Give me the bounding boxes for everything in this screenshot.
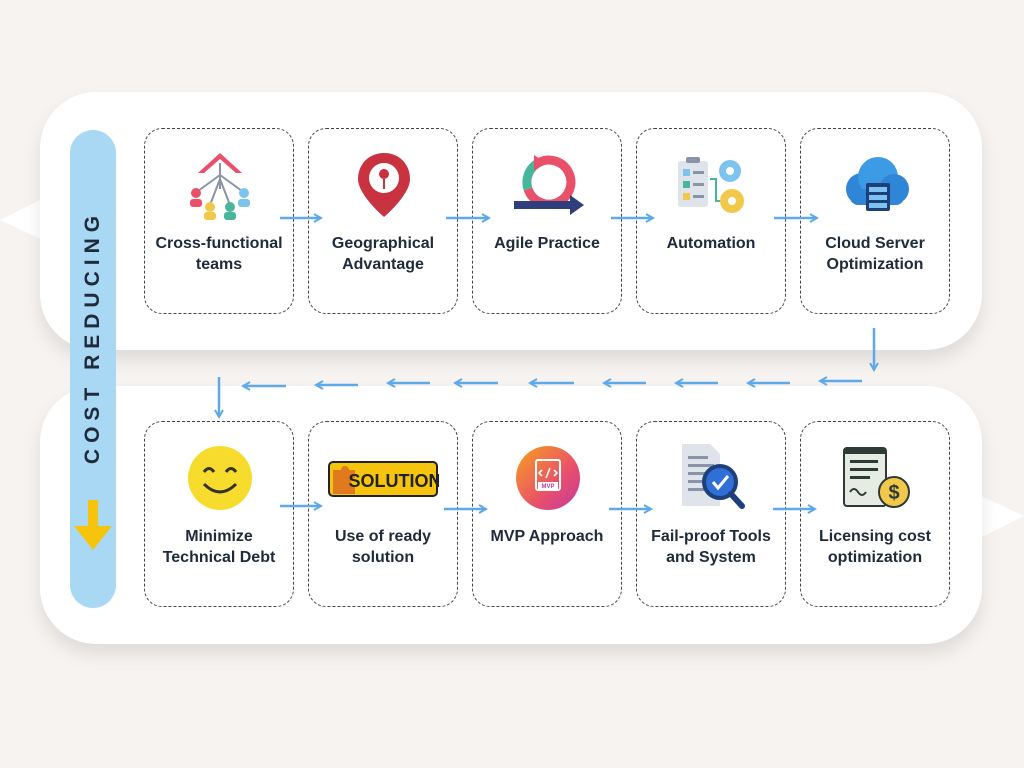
card-mvp-approach: MVP MVP Approach — [472, 421, 622, 607]
down-arrow-icon — [74, 500, 112, 550]
card-label: Licensing cost optimization — [818, 528, 932, 566]
card-label: Agile Practice — [494, 235, 600, 252]
mvp-badge-text: MVP — [541, 484, 554, 490]
team-hierarchy-icon — [190, 153, 250, 220]
card-label: MVP Approach — [490, 528, 604, 545]
agile-cycle-icon — [514, 155, 584, 215]
card-label: Minimize Technical Debt — [162, 528, 276, 566]
card-cross-functional-teams: Cross-functional teams — [144, 128, 294, 314]
card-label: Fail-proof Tools and System — [651, 528, 771, 566]
puzzle-solution-icon: SOLUTION — [328, 461, 440, 497]
card-label: Automation — [666, 235, 756, 252]
card-fail-proof-tools: Fail-proof Tools and System — [636, 421, 786, 607]
license-dollar-icon: $ — [843, 447, 910, 508]
card-use-of-ready-solution: SOLUTION Use of ready solution — [308, 421, 458, 607]
card-automation: Automation — [636, 128, 786, 314]
card-agile-practice: Agile Practice — [472, 128, 622, 314]
smiley-face-icon — [188, 446, 252, 510]
document-magnifier-check-icon — [682, 444, 745, 509]
card-label: Cross-functional teams — [155, 235, 283, 273]
cloud-server-icon — [846, 157, 909, 211]
card-geographical-advantage: Geographical Advantage — [308, 128, 458, 314]
card-cloud-server-optimization: Cloud Server Optimization — [800, 128, 950, 314]
mvp-code-icon: MVP — [516, 446, 580, 510]
automation-checklist-gears-icon — [678, 157, 744, 213]
location-pin-icon — [358, 153, 410, 217]
card-label: Cloud Server Optimization — [825, 235, 925, 273]
card-label: Use of ready solution — [334, 528, 432, 566]
card-licensing-cost-optimization: $ Licensing cost optimization — [800, 421, 950, 607]
solution-badge-text: SOLUTION — [349, 471, 440, 491]
card-minimize-technical-debt: Minimize Technical Debt — [144, 421, 294, 607]
card-label: Geographical Advantage — [331, 235, 435, 273]
svg-text:$: $ — [888, 482, 899, 504]
